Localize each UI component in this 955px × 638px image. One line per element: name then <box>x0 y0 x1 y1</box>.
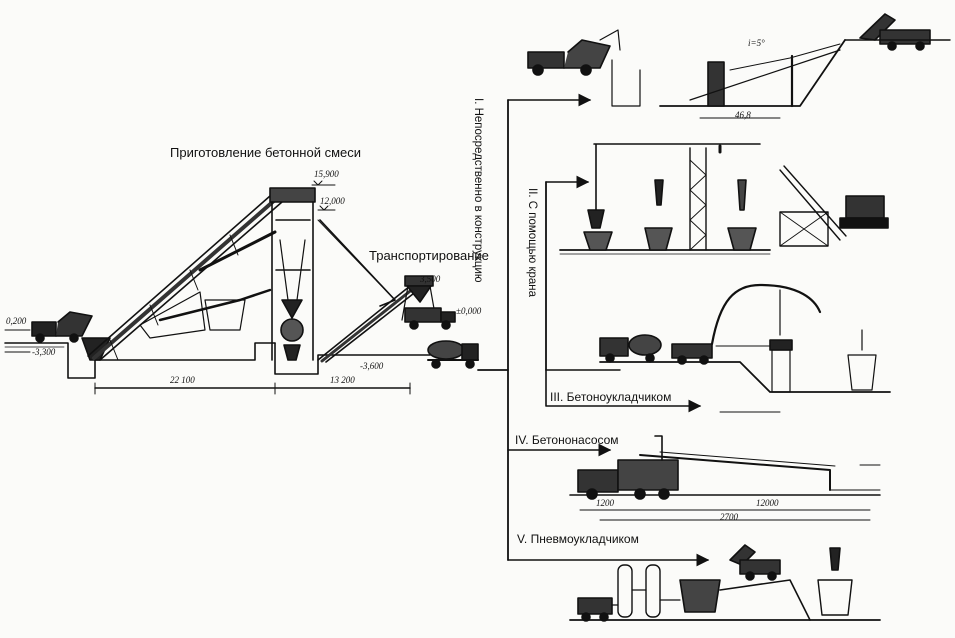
slope-i: i=5° <box>748 38 765 48</box>
mixer-iii <box>599 334 662 363</box>
elev-pit-right: -3,600 <box>360 361 384 371</box>
bucket-2 <box>644 179 673 251</box>
crawler-crane <box>839 195 889 229</box>
elev-upper: 12,000 <box>320 196 345 206</box>
dim-transport-length: 13 200 <box>330 375 355 385</box>
span-iv-a: 1200 <box>596 498 614 508</box>
mixer-truck <box>427 340 479 369</box>
bucket-1 <box>583 209 613 251</box>
elev-ground-left: 0,200 <box>6 316 27 326</box>
elev-zero: ±0,000 <box>456 306 482 316</box>
bucket-3 <box>727 179 757 251</box>
concrete-plant <box>4 180 479 395</box>
method-ii-scene <box>559 143 889 255</box>
dump-truck-v <box>729 544 781 581</box>
elev-hopper: 3,500 <box>420 274 441 284</box>
truck-i <box>527 39 611 76</box>
span-iv-c: 12000 <box>756 498 779 508</box>
method-ii-label: II. С помощью крана <box>526 188 538 298</box>
distribution-lines <box>477 93 710 567</box>
method-i-label: I. Непосредственно в конструкцию <box>472 98 484 283</box>
diagram-title: Приготовление бетонной смеси <box>170 145 362 160</box>
elev-pit-left: -3,300 <box>32 347 56 357</box>
method-i-scene <box>527 13 951 119</box>
method-v-label: V. Пневмоукладчиком <box>517 532 639 546</box>
dump-truck-left <box>31 311 93 343</box>
dump-truck-i <box>859 13 931 51</box>
span-iv-b: 2700 <box>720 512 738 522</box>
method-v-scene <box>569 544 881 622</box>
method-iii-label: III. Бетоноукладчиком <box>550 390 672 404</box>
dim-plant-length: 22 100 <box>170 375 195 385</box>
transport-label: Транспортирование <box>369 248 489 263</box>
method-iv-label: IV. Бетононасосом <box>515 433 619 447</box>
pump-truck <box>577 459 679 500</box>
elev-top: 15,900 <box>314 169 339 179</box>
method-iv-scene <box>569 435 881 521</box>
method-iii-scene <box>599 283 891 413</box>
placer-vehicle <box>671 343 713 365</box>
dump-truck-hopper <box>404 307 456 330</box>
compressor-trailer <box>577 597 613 622</box>
span-i: 46,8 <box>735 110 751 120</box>
